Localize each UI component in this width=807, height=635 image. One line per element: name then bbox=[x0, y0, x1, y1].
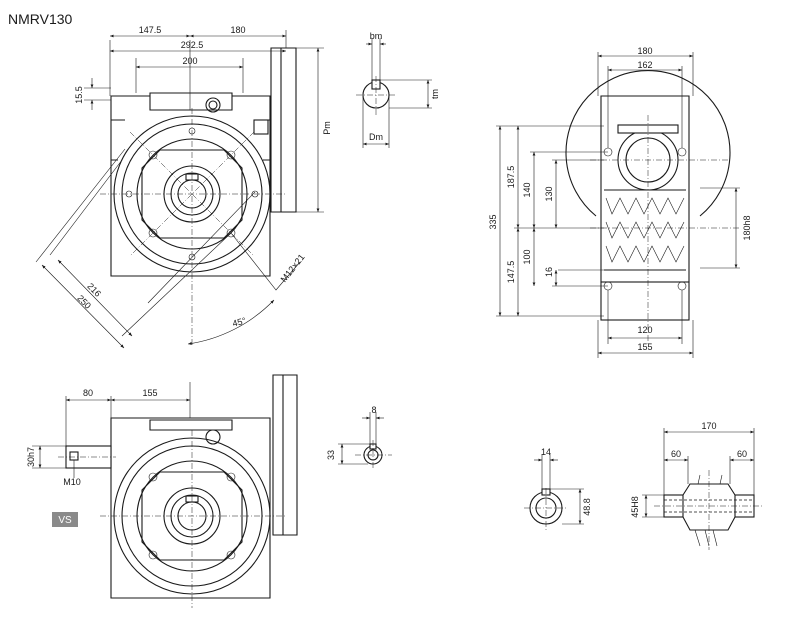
dim-shaft-170: 170 bbox=[701, 421, 716, 431]
dim-shaft-60-right: 60 bbox=[737, 449, 747, 459]
dim-side-335: 335 bbox=[488, 214, 498, 229]
dim-side-155: 155 bbox=[637, 342, 652, 352]
dim-key3-14: 14 bbox=[541, 447, 551, 457]
output-shaft-view bbox=[642, 428, 764, 550]
dim-side-120: 120 bbox=[637, 325, 652, 335]
dim-pm: Pm bbox=[322, 121, 332, 135]
side-view bbox=[496, 52, 740, 358]
dim-15-5: 15.5 bbox=[74, 86, 84, 104]
front-view bbox=[35, 30, 324, 349]
dim-45-angle: 45° bbox=[231, 315, 247, 328]
dim-shaft-60-left: 60 bbox=[671, 449, 681, 459]
dim-side-187-5: 187.5 bbox=[506, 166, 516, 189]
dim-side-180: 180 bbox=[637, 46, 652, 56]
keyway-detail-output bbox=[524, 454, 584, 530]
dim-side-162: 162 bbox=[637, 60, 652, 70]
keyway-detail-vs bbox=[338, 412, 392, 470]
dim-side-140: 140 bbox=[522, 182, 532, 197]
dim-key2-33: 33 bbox=[326, 450, 336, 460]
dim-180-top: 180 bbox=[230, 25, 245, 35]
dim-side-16: 16 bbox=[544, 267, 554, 277]
dim-vs-m10: M10 bbox=[63, 477, 81, 487]
dim-side-100: 100 bbox=[522, 249, 532, 264]
dim-147-5: 147.5 bbox=[139, 25, 162, 35]
dim-250: 250 bbox=[75, 293, 93, 311]
vs-badge-label: VS bbox=[58, 515, 72, 526]
dim-vs-80: 80 bbox=[83, 388, 93, 398]
dim-200: 200 bbox=[182, 56, 197, 66]
dim-bm: bm bbox=[370, 31, 383, 41]
vs-view bbox=[32, 374, 298, 608]
dim-key3-48-8: 48.8 bbox=[582, 498, 592, 516]
dim-key2-8: 8 bbox=[371, 405, 376, 415]
vs-badge bbox=[52, 512, 78, 527]
dim-dm: Dm bbox=[369, 132, 383, 142]
dim-vs-155: 155 bbox=[142, 388, 157, 398]
dim-vs-30h7: 30h7 bbox=[26, 447, 36, 467]
dim-side-180h8: 180h8 bbox=[742, 215, 752, 240]
dim-216: 216 bbox=[85, 281, 103, 299]
dim-tm: tm bbox=[430, 89, 440, 99]
drawing-title: NMRV130 bbox=[8, 11, 73, 27]
dim-side-130: 130 bbox=[544, 186, 554, 201]
dim-292-5: 292.5 bbox=[181, 40, 204, 50]
dim-side-147-5: 147.5 bbox=[506, 261, 516, 284]
keyway-detail-top bbox=[356, 38, 432, 148]
dim-m12: M12×21 bbox=[279, 252, 307, 284]
dim-shaft-45h8: 45H8 bbox=[630, 496, 640, 518]
